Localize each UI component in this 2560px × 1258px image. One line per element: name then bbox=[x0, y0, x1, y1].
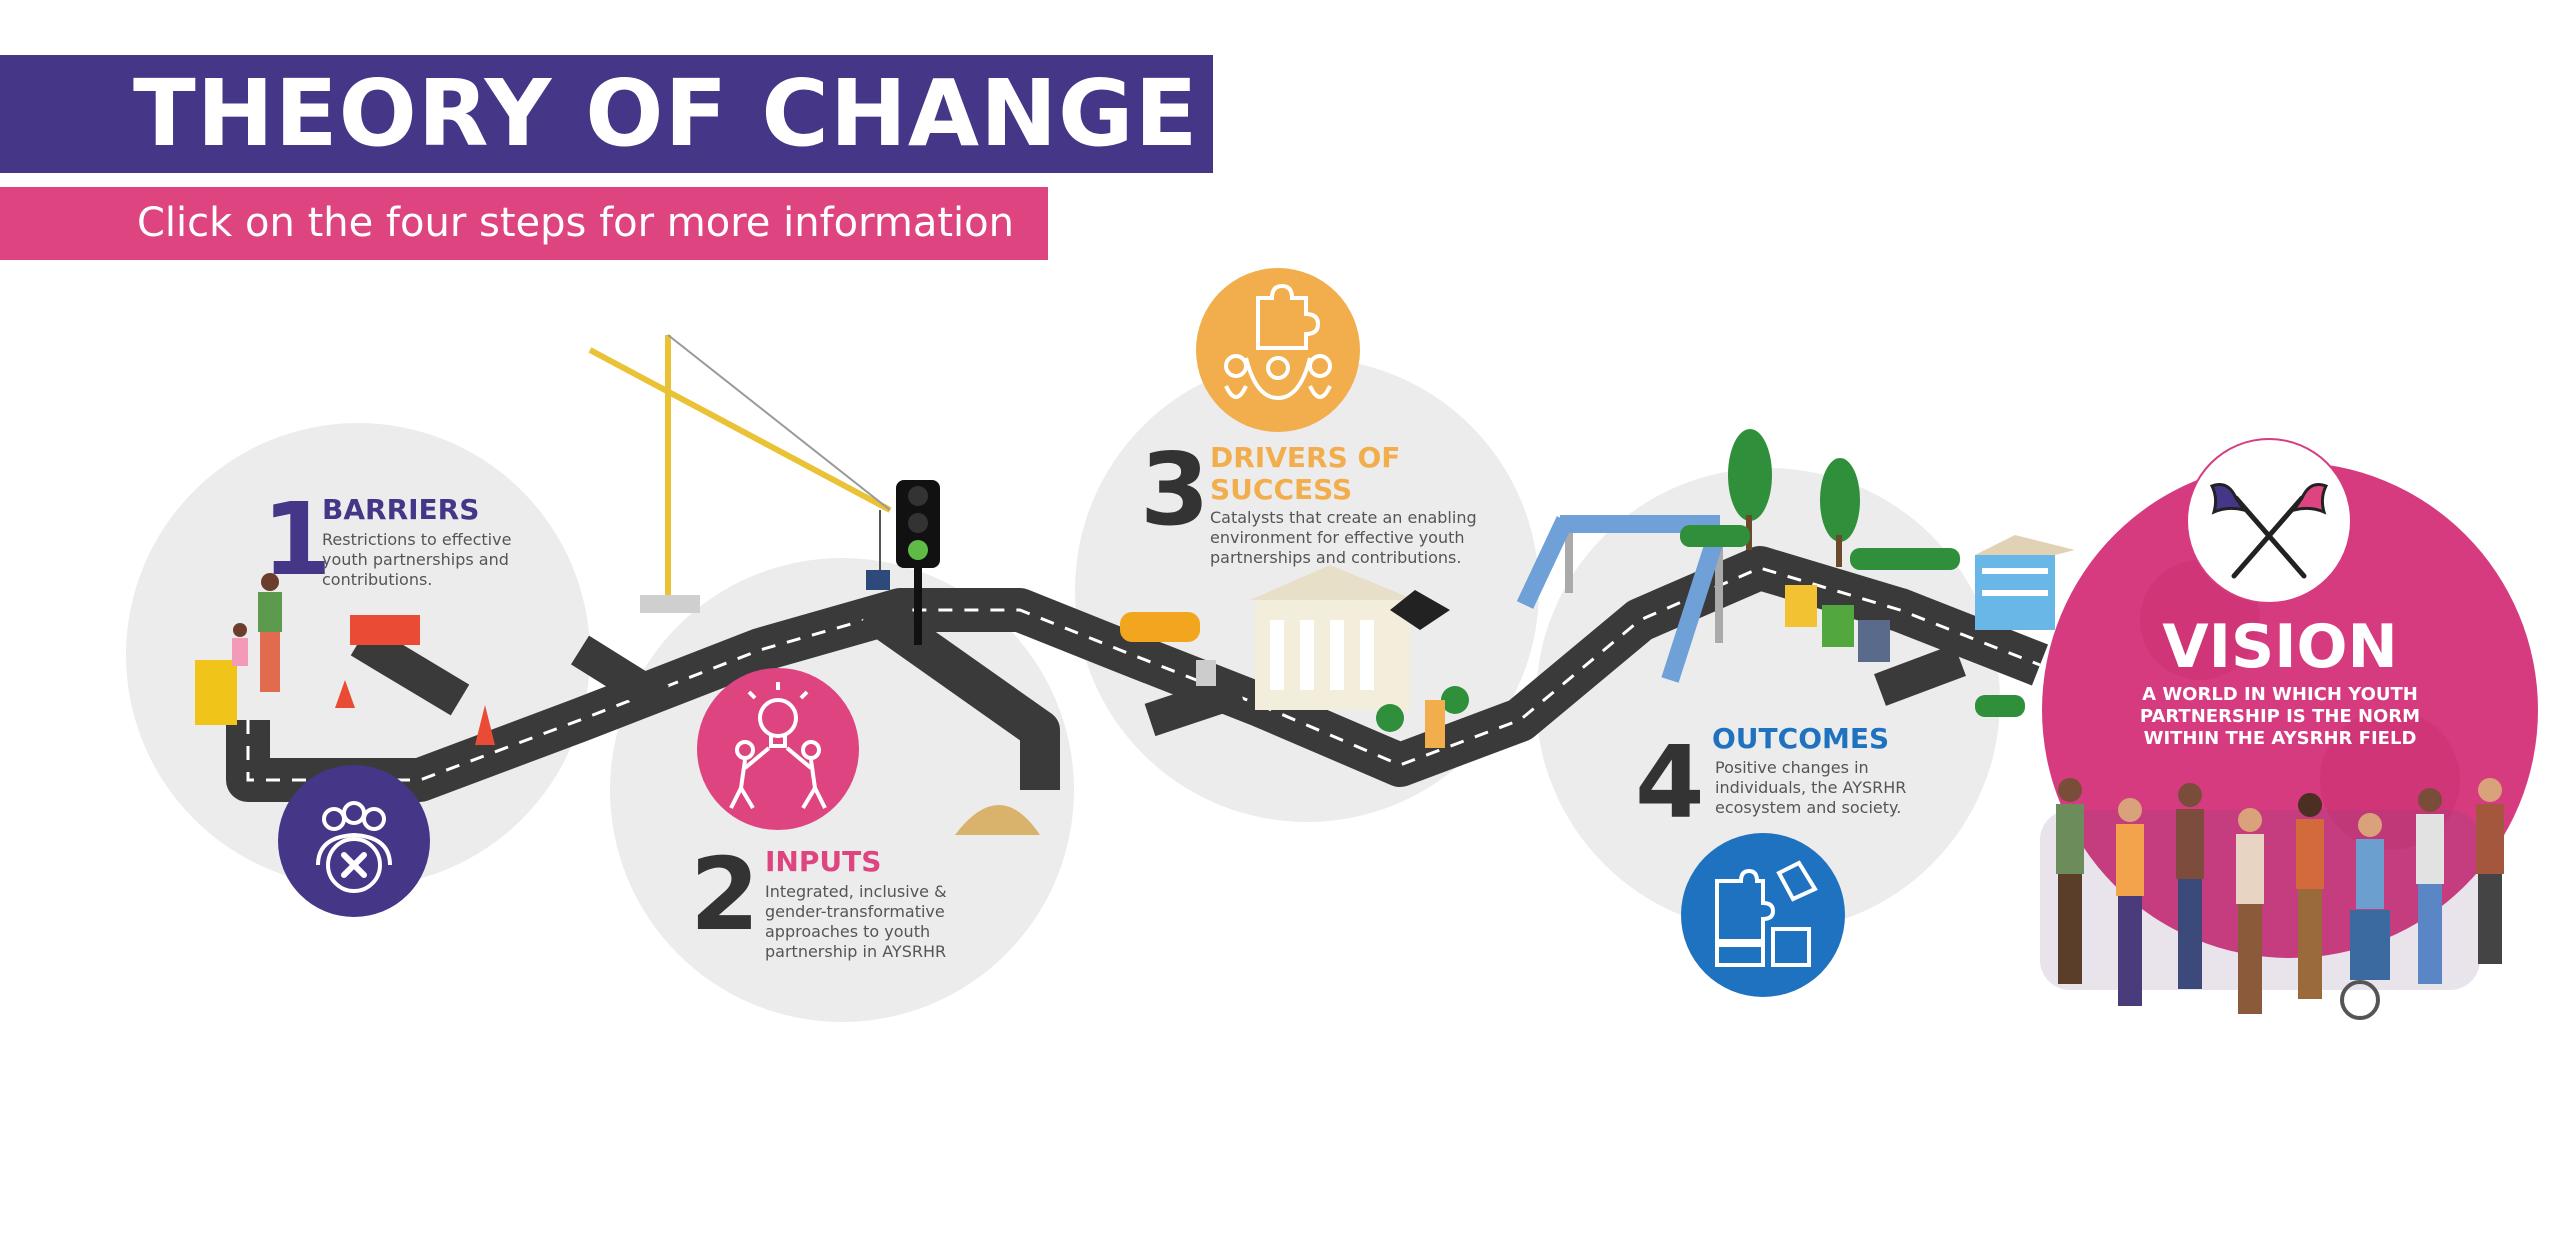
step-3-number[interactable]: 3 bbox=[1140, 431, 1210, 548]
recycling-bin-green bbox=[1822, 605, 1854, 647]
road-barrier-sign bbox=[350, 615, 420, 645]
crane bbox=[588, 334, 892, 600]
page-subtitle: Click on the four steps for more informa… bbox=[137, 200, 1014, 246]
school-building bbox=[1250, 565, 1450, 710]
step-4-badge[interactable] bbox=[1681, 833, 1845, 997]
barrier-people-x-icon bbox=[316, 801, 392, 893]
traffic-cone bbox=[475, 705, 495, 745]
title-banner bbox=[0, 55, 1213, 173]
step-2-title[interactable]: INPUTS bbox=[765, 845, 882, 878]
tanker-truck bbox=[1120, 612, 1200, 642]
step-4-number[interactable]: 4 bbox=[1635, 724, 1705, 841]
office-building bbox=[1975, 535, 2075, 630]
vision-title[interactable]: VISION bbox=[2162, 612, 2398, 682]
recycling-bin-grey bbox=[1858, 620, 1890, 662]
people-barriers-figure bbox=[232, 573, 282, 692]
step-2-number[interactable]: 2 bbox=[690, 836, 760, 953]
step-4-title[interactable]: OUTCOMES bbox=[1712, 722, 1890, 755]
people-lightbulb-icon bbox=[729, 682, 827, 810]
step-3-description: Catalysts that create an enabling enviro… bbox=[1210, 508, 1477, 567]
step-4-description: Positive changes in individuals, the AYS… bbox=[1715, 758, 1907, 817]
vision-badge[interactable] bbox=[2188, 440, 2350, 602]
road-start-crossing bbox=[350, 624, 470, 716]
step-2-description: Integrated, inclusive & gender-transform… bbox=[765, 882, 947, 961]
step-1-title[interactable]: BARRIERS bbox=[322, 493, 480, 526]
puzzle-pieces-icon bbox=[1715, 860, 1818, 967]
page-title: THEORY OF CHANGE bbox=[133, 60, 1199, 167]
traffic-cone-small bbox=[335, 680, 355, 708]
subtitle-banner bbox=[0, 187, 1048, 260]
gas-pump bbox=[1425, 700, 1445, 748]
sand-pile bbox=[955, 805, 1040, 835]
road-barrier-left bbox=[195, 660, 237, 725]
crowd-illustration bbox=[2040, 778, 2504, 1020]
step-1-badge[interactable] bbox=[278, 765, 430, 917]
traffic-light bbox=[896, 480, 940, 645]
tree-2 bbox=[1820, 458, 1860, 542]
pedestrian-bridge bbox=[1516, 515, 1724, 683]
recycling-bin-yellow bbox=[1785, 585, 1817, 627]
step-3-badge[interactable] bbox=[1196, 268, 1360, 432]
step-3-title-line2[interactable]: SUCCESS bbox=[1210, 473, 1353, 506]
crossed-flags-icon bbox=[2209, 483, 2329, 579]
hands-puzzle-icon bbox=[1224, 283, 1332, 401]
step-1-number[interactable]: 1 bbox=[262, 481, 332, 598]
crane-base bbox=[640, 595, 700, 613]
vision-description: A WORLD IN WHICH YOUTH PARTNERSHIP IS TH… bbox=[2139, 684, 2421, 749]
step-2-badge[interactable] bbox=[697, 668, 859, 830]
tree-1 bbox=[1728, 429, 1772, 521]
step-1-description: Restrictions to effective youth partners… bbox=[322, 530, 512, 589]
road-branch bbox=[858, 593, 1060, 790]
crane-hook-load bbox=[866, 570, 890, 590]
step-3-title-line1[interactable]: DRIVERS OF bbox=[1210, 441, 1401, 474]
